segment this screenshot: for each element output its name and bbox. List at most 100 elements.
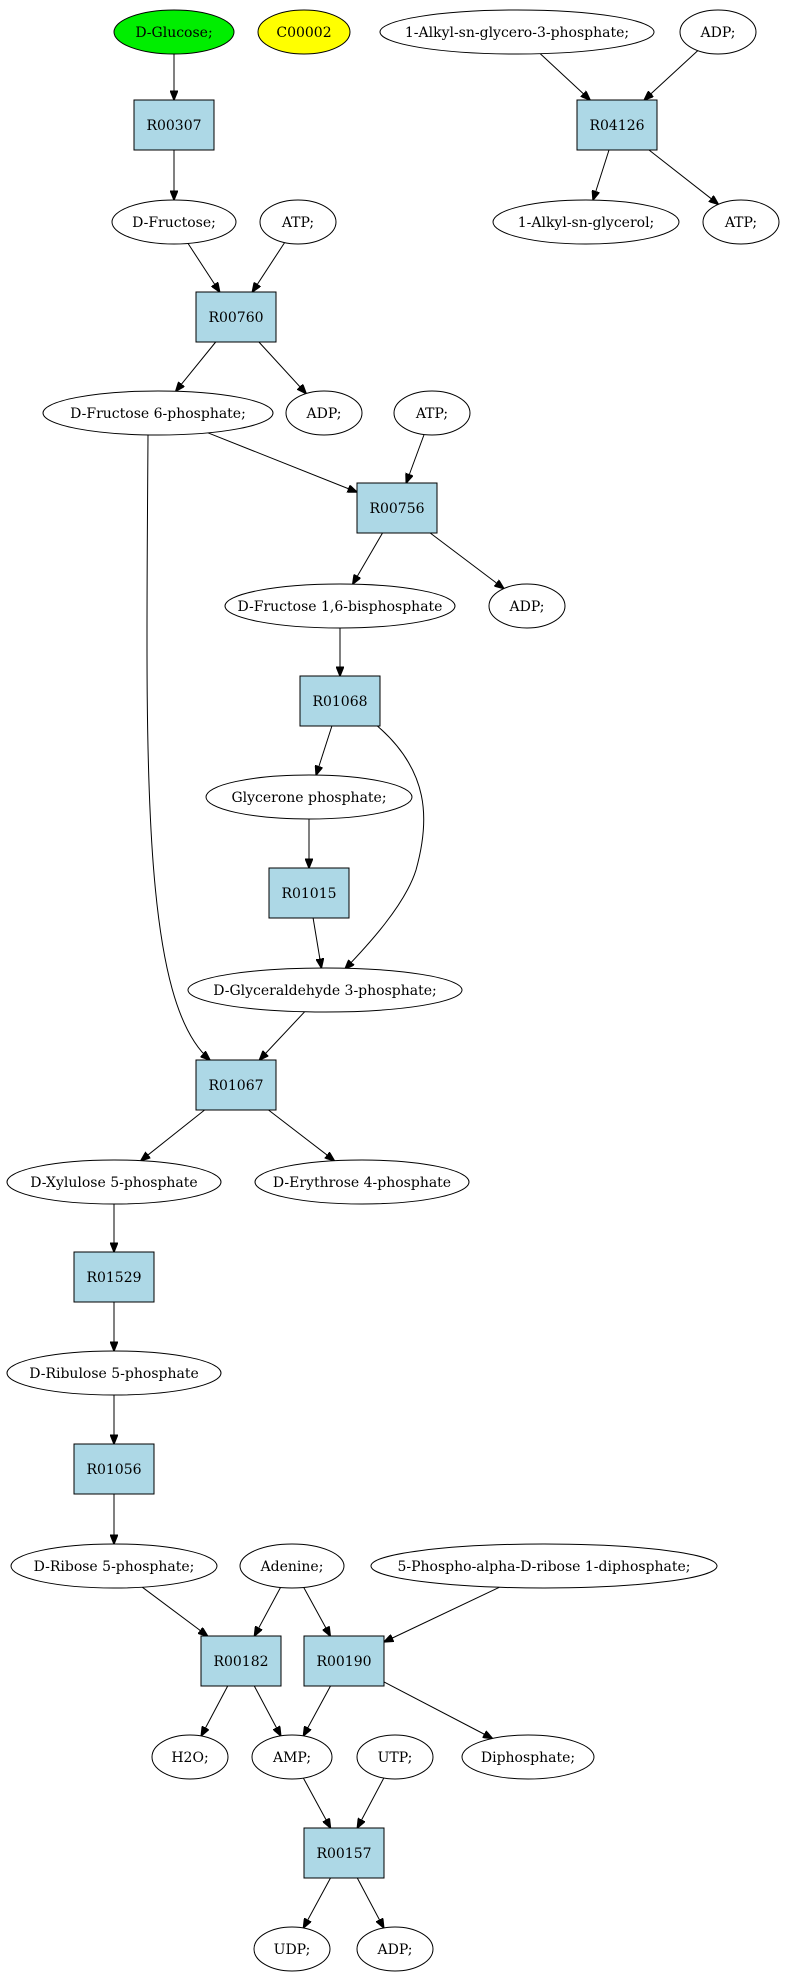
reaction-node-R00760[interactable]: R00760	[195, 291, 277, 343]
edge-adenine-to-R00182	[254, 1587, 281, 1637]
node-label: D-Glucose;	[135, 25, 212, 41]
node-label: D-Ribose 5-phosphate;	[34, 1559, 195, 1575]
compound-node-alkylglycerol[interactable]: 1-Alkyl-sn-glycerol;	[492, 199, 680, 245]
compound-node-f6p[interactable]: D-Fructose 6-phosphate;	[42, 390, 274, 436]
edge-R00756-to-f16bp	[353, 532, 383, 584]
node-label: R00307	[146, 118, 201, 134]
edge-R04126-to-atp_r04126	[648, 149, 718, 204]
compound-node-glyceroneP[interactable]: Glycerone phosphate;	[205, 774, 413, 820]
compound-ellipse	[6, 1159, 222, 1205]
reaction-box	[303, 1635, 385, 1687]
edge-R00190-to-amp	[303, 1685, 331, 1736]
compound-ellipse	[702, 199, 780, 245]
edge-R01068-to-glyceroneP	[316, 725, 333, 775]
compound-node-alkylg3p[interactable]: 1-Alkyl-sn-glycero-3-phosphate;	[379, 9, 655, 55]
reaction-node-R01067[interactable]: R01067	[195, 1059, 277, 1111]
node-label: D-Fructose 6-phosphate;	[70, 406, 246, 422]
compound-ellipse	[492, 199, 680, 245]
compound-node-atp1[interactable]: ATP;	[259, 199, 337, 245]
compound-ellipse	[370, 1543, 718, 1589]
compound-node-atp_r04126[interactable]: ATP;	[702, 199, 780, 245]
reaction-node-R01015[interactable]: R01015	[268, 867, 350, 919]
compound-node-c00002[interactable]: C00002	[257, 9, 351, 55]
reaction-node-R00307[interactable]: R00307	[133, 99, 215, 151]
compound-node-erythrose4p[interactable]: D-Erythrose 4-phosphate	[254, 1159, 470, 1205]
node-label: H2O;	[171, 1750, 208, 1766]
edge-R00182-to-h2o	[201, 1685, 229, 1736]
reaction-box	[576, 99, 658, 151]
compound-ellipse	[488, 583, 566, 629]
node-label: ADP;	[700, 25, 736, 41]
edge-R00157-to-udp	[303, 1877, 331, 1928]
compound-ellipse	[461, 1734, 595, 1780]
edge-R00157-to-adp_bottom	[356, 1877, 384, 1928]
compound-node-ribulose5p[interactable]: D-Ribulose 5-phosphate	[6, 1350, 222, 1396]
node-label: Adenine;	[260, 1559, 324, 1575]
edge-g3p-to-R01067	[259, 1011, 305, 1060]
node-label: Diphosphate;	[481, 1750, 575, 1766]
compound-node-glucose[interactable]: D-Glucose;	[113, 9, 235, 55]
compound-ellipse	[239, 1543, 345, 1589]
reaction-node-R01068[interactable]: R01068	[299, 675, 381, 727]
reaction-node-R00190[interactable]: R00190	[303, 1635, 385, 1687]
node-label: ATP;	[724, 215, 757, 231]
compound-node-prpp[interactable]: 5-Phospho-alpha-D-ribose 1-diphosphate;	[370, 1543, 718, 1589]
reaction-node-R00157[interactable]: R00157	[303, 1827, 385, 1879]
edge-R01068-to-g3p	[345, 723, 425, 969]
node-label: D-Fructose;	[132, 215, 216, 231]
compound-ellipse	[113, 9, 235, 55]
compound-ellipse	[151, 1734, 229, 1780]
compound-node-udp[interactable]: UDP;	[253, 1926, 331, 1972]
reaction-box	[133, 99, 215, 151]
edge-fructose-to-R00760	[187, 243, 220, 292]
compound-node-adp1[interactable]: ADP;	[285, 390, 363, 436]
compound-node-atp2[interactable]: ATP;	[393, 390, 471, 436]
compound-node-ribose5p[interactable]: D-Ribose 5-phosphate;	[10, 1543, 218, 1589]
node-label: ADP;	[377, 1942, 413, 1958]
node-label: ATP;	[281, 215, 314, 231]
compound-node-g3p[interactable]: D-Glyceraldehyde 3-phosphate;	[187, 967, 463, 1013]
compound-node-adenine[interactable]: Adenine;	[239, 1543, 345, 1589]
node-label: Glycerone phosphate;	[231, 790, 386, 806]
node-label: D-Glyceraldehyde 3-phosphate;	[213, 983, 436, 999]
node-label: ADP;	[306, 406, 342, 422]
reaction-box	[195, 291, 277, 343]
compound-node-f16bp[interactable]: D-Fructose 1,6-bisphosphate	[224, 583, 456, 629]
compound-node-h2o[interactable]: H2O;	[151, 1734, 229, 1780]
node-label: AMP;	[272, 1750, 311, 1766]
compound-ellipse	[679, 9, 757, 55]
node-label: R00190	[316, 1654, 371, 1670]
node-label: UTP;	[378, 1750, 413, 1766]
edge-adp_top-to-R04126	[644, 50, 699, 100]
edge-R00760-to-adp1	[258, 341, 306, 394]
reaction-node-R04126[interactable]: R04126	[576, 99, 658, 151]
edge-atp2-to-R00756	[406, 434, 425, 484]
compound-node-amp[interactable]: AMP;	[251, 1734, 333, 1780]
reaction-box	[268, 867, 350, 919]
reaction-node-R00756[interactable]: R00756	[356, 482, 438, 534]
compound-node-adp2[interactable]: ADP;	[488, 583, 566, 629]
edges-layer	[114, 50, 718, 1928]
node-label: R01529	[86, 1270, 141, 1286]
nodes-layer: D-Glucose; C00002 1-Alkyl-sn-glycero-3-pho…	[6, 9, 780, 1972]
node-label: R01068	[312, 694, 367, 710]
compound-node-fructose[interactable]: D-Fructose;	[111, 199, 237, 245]
compound-node-adp_bottom[interactable]: ADP;	[356, 1926, 434, 1972]
reaction-node-R01056[interactable]: R01056	[73, 1443, 155, 1495]
compound-node-xylulose5p[interactable]: D-Xylulose 5-phosphate	[6, 1159, 222, 1205]
node-label: 1-Alkyl-sn-glycero-3-phosphate;	[405, 25, 629, 41]
compound-node-adp_top[interactable]: ADP;	[679, 9, 757, 55]
compound-node-utp[interactable]: UTP;	[356, 1734, 434, 1780]
reaction-box	[200, 1635, 282, 1687]
edge-f6p-to-R01067	[146, 434, 210, 1060]
compound-ellipse	[259, 199, 337, 245]
reaction-node-R00182[interactable]: R00182	[200, 1635, 282, 1687]
edge-R01067-to-erythrose4p	[268, 1109, 335, 1161]
reaction-box	[299, 675, 381, 727]
edge-R00756-to-adp2	[429, 532, 504, 589]
edge-f6p-to-R00756	[207, 432, 357, 492]
reaction-node-R01529[interactable]: R01529	[73, 1251, 155, 1303]
compound-ellipse	[257, 9, 351, 55]
compound-node-diphosphate[interactable]: Diphosphate;	[461, 1734, 595, 1780]
